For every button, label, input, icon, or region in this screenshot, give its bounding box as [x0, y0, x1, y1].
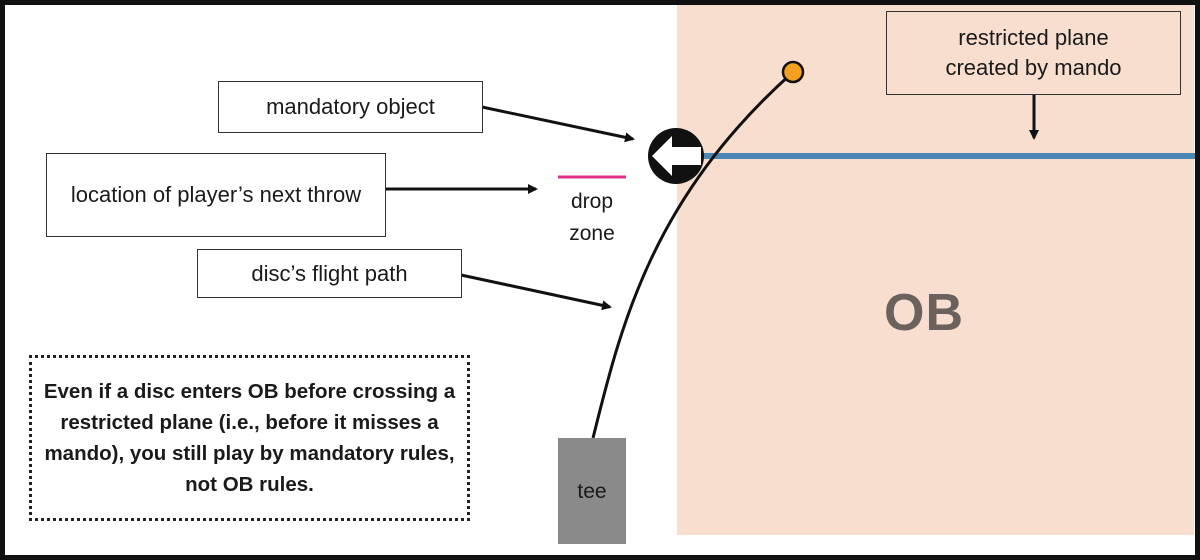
tee-pad: tee — [558, 438, 626, 544]
drop-zone-label-line2: zone — [569, 222, 615, 245]
callout-mandatory-object: mandatory object — [218, 81, 483, 133]
rule-note: Even if a disc enters OB before crossing… — [29, 355, 470, 521]
drop-zone-label: drop zone — [548, 186, 636, 250]
callout-restricted-plane: restricted plane created by mando — [886, 11, 1181, 95]
callout-flight-path: disc’s flight path — [197, 249, 462, 298]
mandatory-object-arrow — [481, 105, 635, 143]
flight-path — [591, 71, 794, 439]
mandatory-arrow-icon — [648, 128, 704, 184]
flight-path-arrow — [460, 273, 612, 311]
drop-zone-label-line1: drop — [570, 190, 614, 213]
callout-next-throw: location of player’s next throw — [46, 153, 386, 237]
ob-label: OB — [884, 284, 964, 342]
disc-icon — [781, 60, 805, 84]
